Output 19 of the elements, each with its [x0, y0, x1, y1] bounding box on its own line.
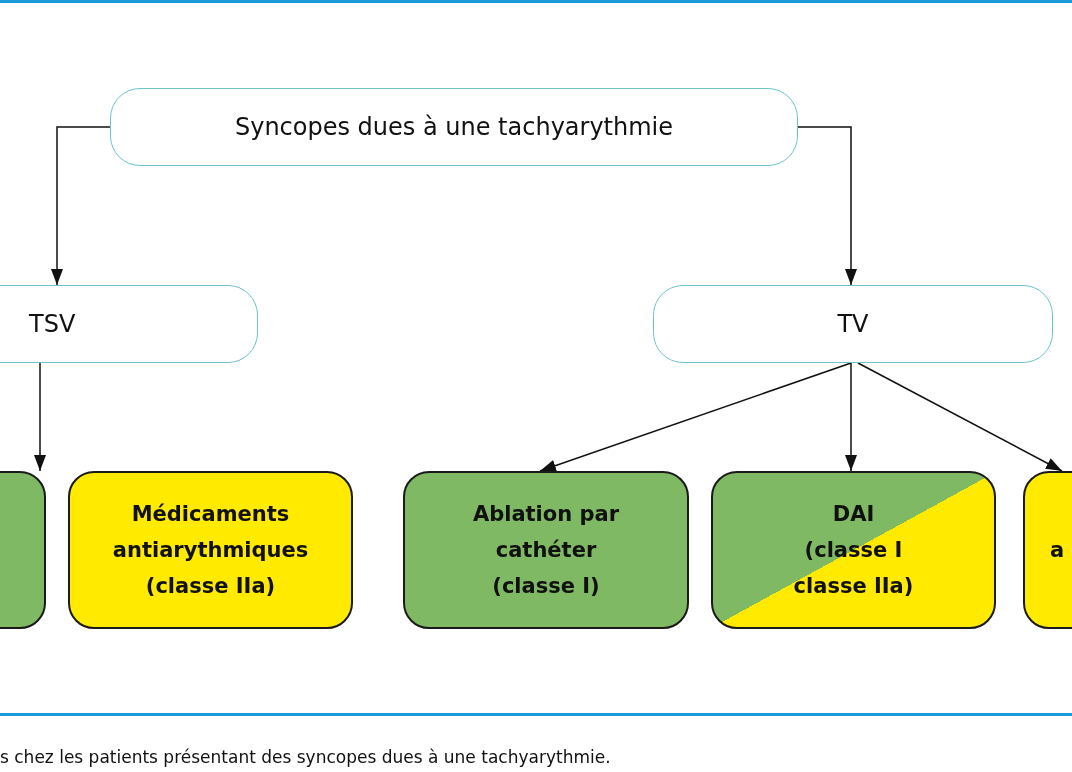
- rounded-box: [711, 471, 996, 629]
- rounded-box: [403, 471, 689, 629]
- rounded-box: [653, 285, 1053, 363]
- rounded-box: [110, 88, 798, 166]
- arrow: [857, 362, 1063, 472]
- arrow: [845, 362, 857, 472]
- box-label: Syncopes dues à une tachyarythmie: [234, 112, 674, 143]
- arrow: [539, 362, 852, 472]
- box-label: TV: [837, 309, 869, 340]
- caption: s chez les patients présentant des syncopes dues à une tachyarythmie.: [0, 747, 611, 767]
- rounded-box: [0, 285, 258, 363]
- rounded-box: [68, 471, 353, 629]
- arrow: [34, 362, 46, 472]
- arrow: [797, 126, 857, 286]
- box-label: a: [1050, 537, 1065, 564]
- box-label: TSV: [29, 309, 76, 340]
- arrow: [51, 126, 111, 286]
- box-label: Médicaments antiarythmiques (classe IIa): [111, 501, 310, 600]
- box-label: Ablation par cathéter (classe I): [471, 501, 621, 600]
